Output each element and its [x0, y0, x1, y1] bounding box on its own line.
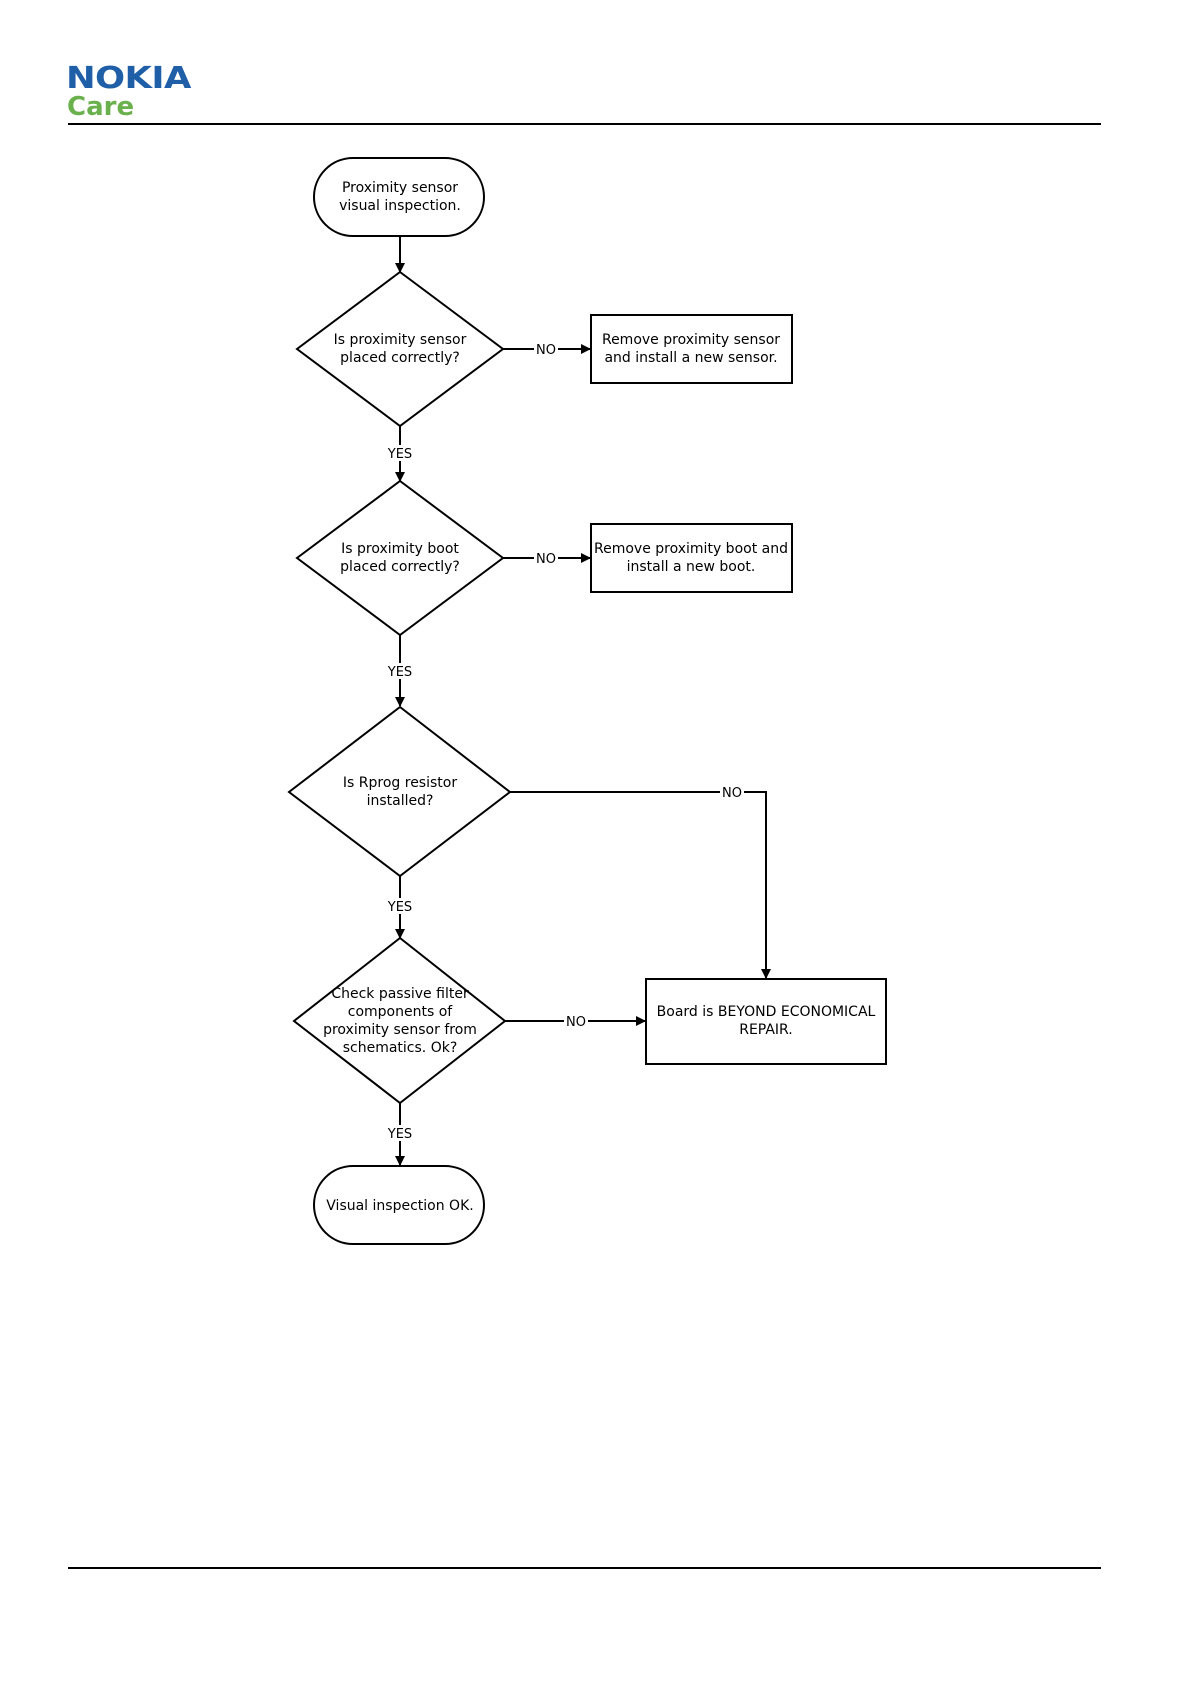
start-terminator [313, 157, 485, 237]
brand-wordmark: NOKIA [66, 61, 191, 96]
header-rule [68, 123, 1101, 125]
decision-filter-text-line-2: components of [348, 1004, 454, 1020]
footer-rule [68, 1567, 1101, 1569]
label-no-filter: NO [566, 1015, 586, 1030]
decision-passive-filter [292, 936, 507, 1105]
decision-boot-text-line-1: Is proximity boot [341, 541, 459, 557]
decision-boot-text-line-2: placed correctly? [340, 559, 460, 575]
action-ber-text-line-2: REPAIR. [739, 1022, 793, 1038]
action-boot-text-line-2: install a new boot. [627, 559, 756, 575]
decision-boot-placement [295, 479, 505, 637]
label-yes-rprog: YES [387, 900, 412, 915]
decision-rprog-text-line-1: Is Rprog resistor [343, 775, 457, 791]
decision-filter-text-line-1: Check passive filter [331, 986, 469, 1002]
label-no-rprog: NO [722, 786, 742, 801]
decision-sensor-placement [295, 270, 505, 428]
label-yes-filter: YES [387, 1127, 412, 1142]
decision-sensor-text-line-1: Is proximity sensor [334, 332, 467, 348]
end-terminator [313, 1165, 485, 1245]
decision-filter-text-line-3: proximity sensor from [323, 1022, 477, 1038]
decision-sensor-text-line-2: placed correctly? [340, 350, 460, 366]
label-no-sensor: NO [536, 343, 556, 358]
action-sensor-text-line-2: and install a new sensor. [604, 350, 777, 366]
branch-labels: NO YES NO YES NO YES NO YES [385, 341, 744, 1142]
decision-rprog-resistor [287, 705, 512, 878]
label-no-boot: NO [536, 552, 556, 567]
label-yes-boot: YES [387, 665, 412, 680]
start-text-line-1: Proximity sensor [342, 180, 458, 196]
node-text: Proximity sensor visual inspection. Is p… [323, 180, 875, 1214]
connector-rprog-no [510, 791, 771, 979]
action-sensor-text-line-1: Remove proximity sensor [602, 332, 780, 348]
action-boot-text-line-1: Remove proximity boot and [594, 541, 788, 557]
action-beyond-economical-repair [645, 978, 887, 1065]
sub-brand-wordmark: Care [67, 92, 135, 122]
end-text: Visual inspection OK. [326, 1198, 473, 1214]
decision-rprog-text-line-2: installed? [367, 793, 434, 809]
action-replace-boot [590, 523, 793, 593]
start-text-line-2: visual inspection. [339, 198, 461, 214]
label-yes-sensor: YES [387, 447, 412, 462]
action-replace-sensor [590, 314, 793, 384]
action-ber-text-line-1: Board is BEYOND ECONOMICAL [657, 1004, 876, 1020]
decision-filter-text-line-4: schematics. Ok? [343, 1040, 458, 1056]
